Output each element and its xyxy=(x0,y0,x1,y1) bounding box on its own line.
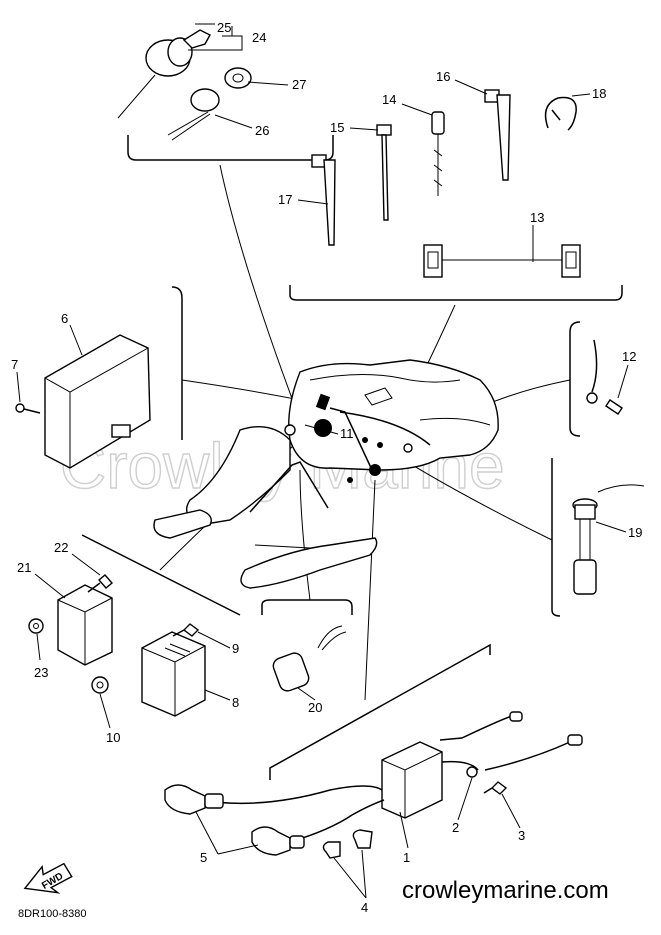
part-4 xyxy=(322,829,373,859)
callout-15: 15 xyxy=(330,120,344,135)
callout-21: 21 xyxy=(17,560,31,575)
drawing-code: 8DR100-8380 xyxy=(18,908,87,920)
callout-6: 6 xyxy=(61,311,68,326)
callout-5: 5 xyxy=(200,850,207,865)
callout-27: 27 xyxy=(292,77,306,92)
callout-12: 12 xyxy=(622,349,636,364)
callout-8: 8 xyxy=(232,695,239,710)
part-20 xyxy=(272,625,347,692)
part-7 xyxy=(15,403,41,414)
part-10 xyxy=(91,676,109,694)
callout-labels: 25 24 27 26 16 18 14 15 17 13 6 7 12 11 … xyxy=(11,20,642,915)
callout-22: 22 xyxy=(54,540,68,555)
callout-24: 24 xyxy=(252,30,266,45)
main-switch-part xyxy=(117,23,215,119)
callout-11: 11 xyxy=(340,426,354,441)
group-brackets xyxy=(81,135,623,780)
callout-1: 1 xyxy=(403,850,410,865)
part-3 xyxy=(483,781,508,795)
callout-25: 25 xyxy=(217,20,231,35)
engine-assembly xyxy=(153,359,499,589)
fwd-arrow-icon: FWD xyxy=(23,862,73,894)
callout-4: 4 xyxy=(361,900,368,915)
part-22 xyxy=(87,574,113,593)
callout-10: 10 xyxy=(106,730,120,745)
part-21 xyxy=(57,584,113,666)
callout-2: 2 xyxy=(452,820,459,835)
part-1 xyxy=(381,711,583,819)
callout-13: 13 xyxy=(530,210,544,225)
site-name: crowleymarine.com xyxy=(402,877,609,904)
callout-7: 7 xyxy=(11,357,18,372)
callout-16: 16 xyxy=(436,69,450,84)
callout-18: 18 xyxy=(592,86,606,101)
part-19 xyxy=(572,484,645,595)
callout-23: 23 xyxy=(34,665,48,680)
part-8 xyxy=(141,631,206,717)
part-26 xyxy=(167,88,220,141)
callout-9: 9 xyxy=(232,641,239,656)
part-16 xyxy=(484,89,511,181)
callout-3: 3 xyxy=(518,828,525,843)
part-15 xyxy=(376,124,392,221)
part-2 xyxy=(466,766,478,778)
part-14 xyxy=(431,111,445,196)
part-27 xyxy=(224,67,252,89)
callout-20: 20 xyxy=(308,700,322,715)
part-5 xyxy=(164,784,385,856)
part-18 xyxy=(544,96,577,131)
part-17 xyxy=(311,154,336,246)
part-23 xyxy=(28,618,44,634)
callout-26: 26 xyxy=(255,123,269,138)
part-13 xyxy=(423,244,581,278)
callout-17: 17 xyxy=(278,192,292,207)
callout-19: 19 xyxy=(628,525,642,540)
part-9 xyxy=(172,623,200,637)
callout-14: 14 xyxy=(382,92,396,107)
part-6 xyxy=(44,334,151,469)
part-12 xyxy=(586,339,623,415)
